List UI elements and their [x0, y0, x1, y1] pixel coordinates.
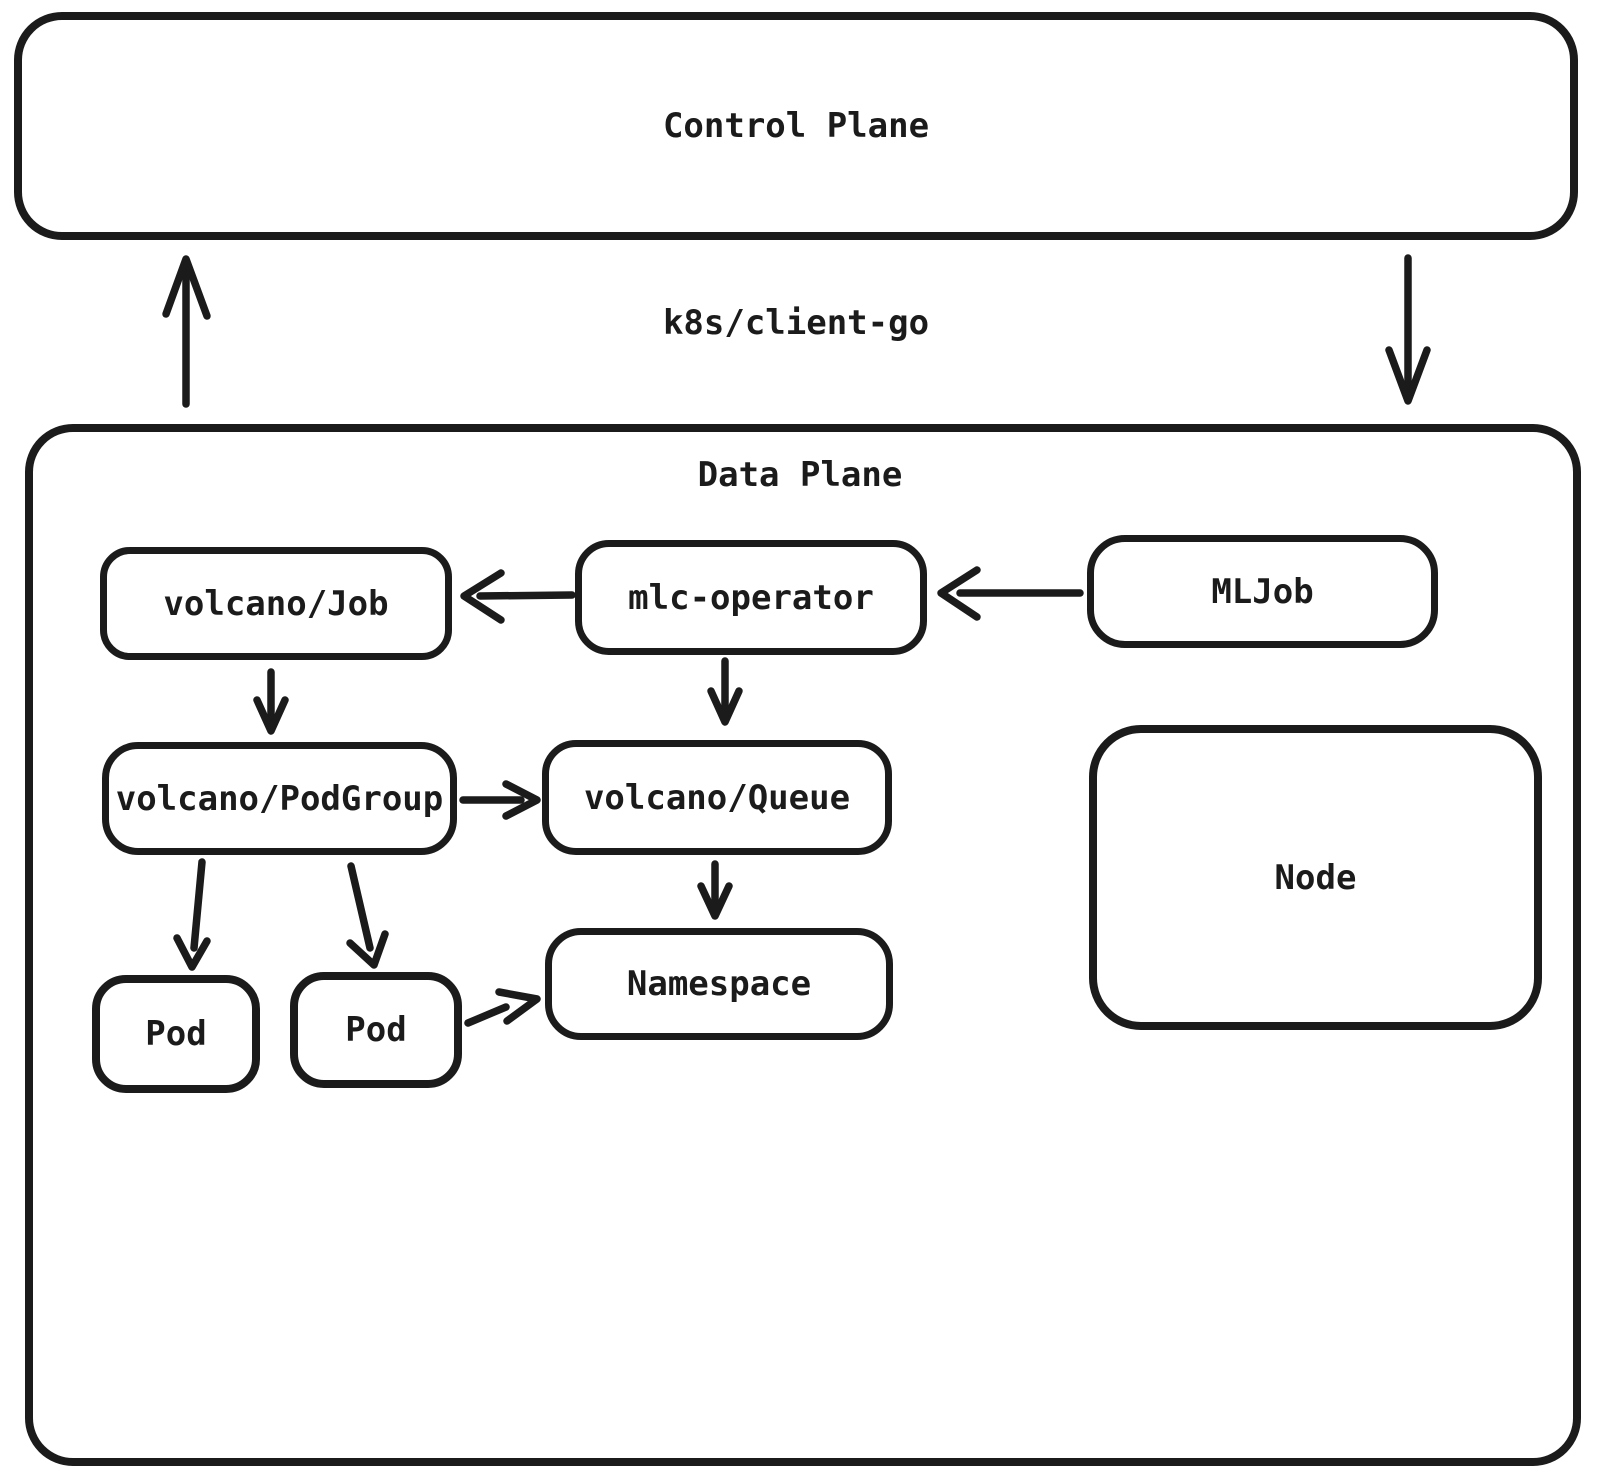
data-plane-label: Data Plane: [697, 455, 903, 495]
node-pod-1: Pod: [92, 975, 260, 1093]
node-volcano-job-label: volcano/Job: [163, 583, 389, 624]
arrow-control-plane-to-data-plane: [1385, 254, 1431, 405]
k8s-client-go-label: k8s/client-go: [662, 303, 930, 343]
node-pod-2-label: Pod: [345, 1010, 407, 1050]
node-k8s-node-label: Node: [1274, 857, 1357, 898]
node-volcano-queue: volcano/Queue: [542, 740, 892, 855]
node-mlc-operator-label: mlc-operator: [628, 577, 874, 618]
node-k8s-node: Node: [1089, 725, 1542, 1030]
node-mljob: MLJob: [1087, 535, 1438, 648]
node-namespace: Namespace: [545, 928, 893, 1040]
control-plane-box: Control Plane: [14, 12, 1578, 240]
node-volcano-podgroup: volcano/PodGroup: [102, 742, 457, 855]
node-mljob-label: MLJob: [1211, 571, 1314, 612]
control-plane-label: Control Plane: [662, 106, 930, 146]
node-pod-2: Pod: [290, 972, 462, 1088]
node-pod-1-label: Pod: [145, 1014, 207, 1054]
node-volcano-job: volcano/Job: [100, 547, 452, 660]
node-namespace-label: Namespace: [626, 964, 812, 1004]
node-volcano-podgroup-label: volcano/PodGroup: [115, 778, 444, 819]
arrow-data-plane-to-control-plane: [162, 255, 211, 408]
node-volcano-queue-label: volcano/Queue: [583, 777, 851, 818]
node-mlc-operator: mlc-operator: [575, 540, 927, 655]
